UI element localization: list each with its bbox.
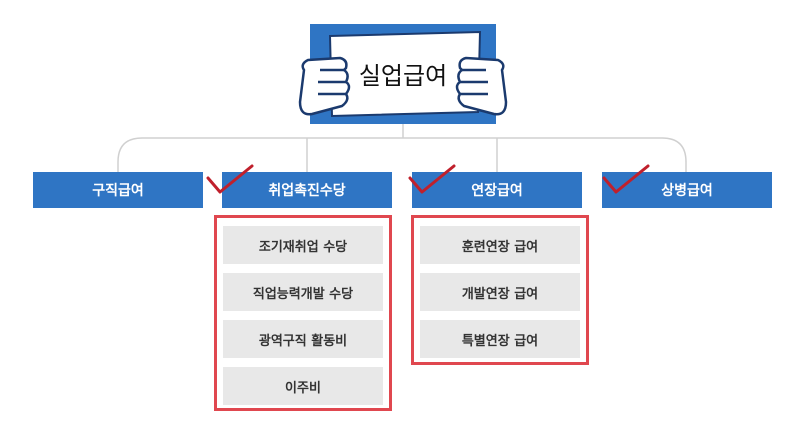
category-sickness-benefit: 상병급여 — [602, 172, 772, 208]
sub-item: 개발연장 급여 — [420, 273, 580, 311]
check-mark-icon — [408, 164, 456, 194]
hands-holding-sign-icon — [298, 24, 508, 124]
title-banner — [290, 12, 516, 136]
sub-item: 광역구직 활동비 — [223, 320, 383, 358]
check-mark-icon — [206, 164, 254, 194]
extension-subitems-box: 훈련연장 급여 개발연장 급여 특별연장 급여 — [411, 215, 589, 365]
sub-item: 훈련연장 급여 — [420, 226, 580, 264]
sub-item: 특별연장 급여 — [420, 320, 580, 358]
promotion-subitems-box: 조기재취업 수당 직업능력개발 수당 광역구직 활동비 이주비 — [214, 215, 392, 411]
sub-item: 조기재취업 수당 — [223, 226, 383, 264]
sub-item: 이주비 — [223, 367, 383, 405]
page-title: 실업급여 — [358, 61, 448, 90]
check-mark-icon — [602, 164, 650, 194]
sub-item: 직업능력개발 수당 — [223, 273, 383, 311]
category-job-seeking: 구직급여 — [33, 172, 203, 208]
category-employment-promotion: 취업촉진수당 — [222, 172, 392, 208]
